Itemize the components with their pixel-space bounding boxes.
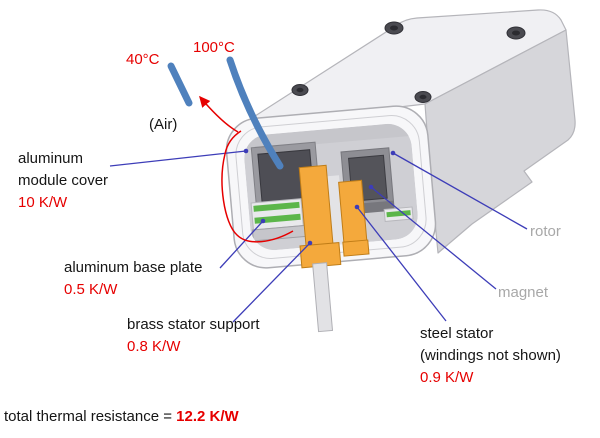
brass-support-right xyxy=(338,179,368,246)
magnet-label: magnet xyxy=(498,284,549,301)
temp-hot-label: 100°C xyxy=(193,39,235,56)
total-resistance-prefix: total thermal resistance = xyxy=(4,408,177,425)
steel-stator-resistance-value: 0.9 K/W xyxy=(420,368,474,386)
steel-stator-label-line1: steel stator xyxy=(420,325,494,342)
cover-label: aluminum module cover 10 K/W xyxy=(18,148,108,213)
stator-support-resistance-value: 0.8 K/W xyxy=(127,337,181,355)
total-resistance-value: 12.2 K/W xyxy=(176,408,239,425)
cover-resistance-value: 10 K/W xyxy=(18,193,68,211)
hot-pointer-arrow xyxy=(226,56,284,170)
enclosure-body xyxy=(251,9,576,254)
base-plate-label: aluminum base plate 0.5 K/W xyxy=(64,257,202,301)
cut-face xyxy=(225,105,437,333)
steel-stator-label-line2: (windings not shown) xyxy=(420,346,561,364)
temperature-pointers xyxy=(167,56,284,170)
leader-dots xyxy=(243,148,396,246)
brass-foot-right xyxy=(342,239,370,257)
heat-path-arrow xyxy=(199,95,294,243)
steel-stator-label: steel stator (windings not shown) 0.9 K/… xyxy=(420,323,561,388)
rotor-label: rotor xyxy=(530,223,561,240)
interior-parts xyxy=(242,121,418,251)
cover-label-line2: module cover xyxy=(18,171,109,189)
stator-support-label-text: brass stator support xyxy=(127,316,260,333)
cold-pointer-arrow xyxy=(167,62,193,107)
base-plate-resistance-value: 0.5 K/W xyxy=(64,280,118,298)
stator-support-label: brass stator support 0.8 K/W xyxy=(127,314,260,358)
enclosure-top-face xyxy=(251,9,567,120)
temp-cold-label: 40°C xyxy=(126,51,160,68)
screw-heads xyxy=(291,21,526,103)
base-plate-label-text: aluminum base plate xyxy=(64,259,203,276)
leader-lines xyxy=(109,150,528,323)
total-resistance-line: total thermal resistance = 12.2 K/W xyxy=(4,406,239,428)
shaft-part xyxy=(312,262,334,333)
cover-label-line1: aluminum xyxy=(18,150,84,167)
air-label: (Air) xyxy=(149,116,178,133)
